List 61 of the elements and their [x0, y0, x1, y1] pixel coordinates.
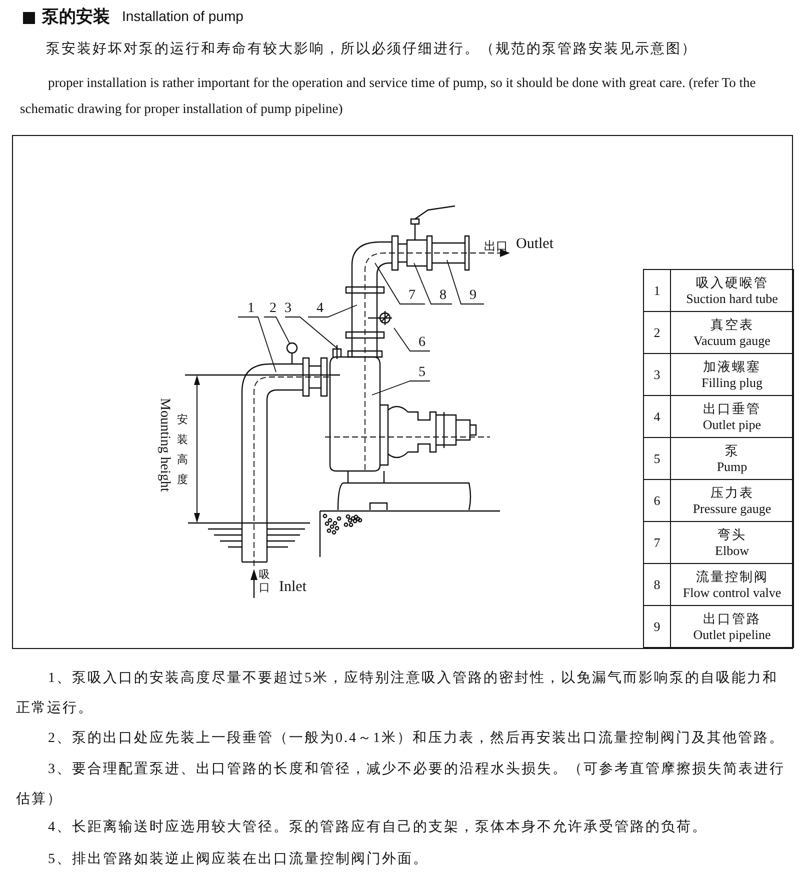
callout-number: 7 [405, 289, 419, 303]
part-name: 压力表 [709, 484, 755, 500]
part-name: 流量控制阀 [694, 568, 770, 584]
flow-label: Outlet [516, 236, 554, 253]
part-name: Outlet pipe [702, 416, 762, 432]
callout-number: 6 [415, 336, 429, 350]
item-number: 4 [654, 408, 660, 424]
leader-line [308, 304, 358, 318]
part-name: Flow control valve [682, 584, 782, 600]
part-name: Filling plug [700, 374, 764, 390]
callout-number: 2 [266, 302, 280, 316]
note: 2、泵的出口处应先装上一段垂管（一般为0.4～1米）和压力表，然后再安装出口流量控制阀门及其他管路。 [47, 729, 786, 748]
leader-line [374, 262, 426, 304]
part-name: 吸入硬喉管 [694, 274, 770, 290]
part-name: Outlet pipeline [692, 626, 772, 642]
leader-line [394, 328, 430, 352]
heading: 泵的安装 [42, 6, 110, 28]
part-name: 泵 [724, 442, 740, 458]
item-number: 3 [654, 366, 660, 382]
item-number: 8 [654, 576, 660, 592]
callout-number: 8 [436, 289, 450, 303]
leader-line [446, 260, 484, 304]
part-name: Elbow [714, 542, 750, 558]
item-number: 5 [654, 450, 660, 466]
callout-number: 4 [313, 302, 327, 316]
callout-number: 3 [281, 302, 295, 316]
flow-label: 吸口 [259, 569, 271, 595]
part-name: Pump [716, 458, 748, 474]
part-name: 加液螺塞 [702, 358, 762, 374]
flow-label: Inlet [279, 579, 306, 596]
flow-label: 出口 [484, 238, 508, 255]
callout-number: 9 [466, 289, 480, 303]
paragraph: proper installation is rather important for the operation and service time of pump, so it should be done with great care. (refer To the schematic drawing for proper installation of pump pipeline) [20, 74, 757, 118]
part-name: Vacuum gauge [692, 332, 772, 348]
callout-number: 1 [244, 302, 258, 316]
item-number: 6 [654, 492, 660, 508]
leader-line [284, 316, 338, 350]
callout-number: 5 [415, 366, 429, 380]
part-name: Pressure gauge [692, 500, 772, 516]
part-name: 弯头 [716, 526, 748, 542]
paragraph: 泵安装好坏对泵的运行和寿命有较大影响，所以必须仔细进行。（规范的泵管路安装见示意图） [46, 40, 698, 59]
part-name: 真空表 [709, 316, 755, 332]
part-name: 出口垂管 [702, 400, 762, 416]
note: 4、长距离输送时应选用较大管径。泵的管路应有自己的支架，泵体本身不允许承受管路的负荷。 [47, 818, 708, 837]
leader-line [372, 380, 430, 396]
note: 5、排出管路如装逆止阀应装在出口流量控制阀门外面。 [47, 850, 430, 869]
dimension-label: 安装高度 [177, 412, 189, 488]
item-number: 7 [654, 534, 660, 550]
part-name: 出口管路 [702, 610, 762, 626]
part-name: Suction hard tube [685, 290, 779, 306]
heading-english: Installation of pump [122, 8, 244, 24]
leader-line [414, 262, 452, 304]
item-number: 9 [654, 618, 660, 634]
gauge-icon [286, 342, 298, 354]
item-number: 1 [654, 282, 660, 298]
dimension-label: Mounting height [156, 398, 172, 492]
item-number: 2 [654, 324, 660, 340]
note: 3、要合理配置泵进、出口管路的长度和管径，减少不必要的沿程水头损失。（可参考直管摩擦损失简表进行估算） [16, 760, 786, 809]
note: 1、泵吸入口的安装高度尽量不要超过5米，应特别注意吸入管路的密封性，以免漏气而影响泵的自吸能力和正常运行。 [16, 669, 779, 718]
leader-line [238, 316, 276, 372]
leader-line [264, 316, 290, 344]
